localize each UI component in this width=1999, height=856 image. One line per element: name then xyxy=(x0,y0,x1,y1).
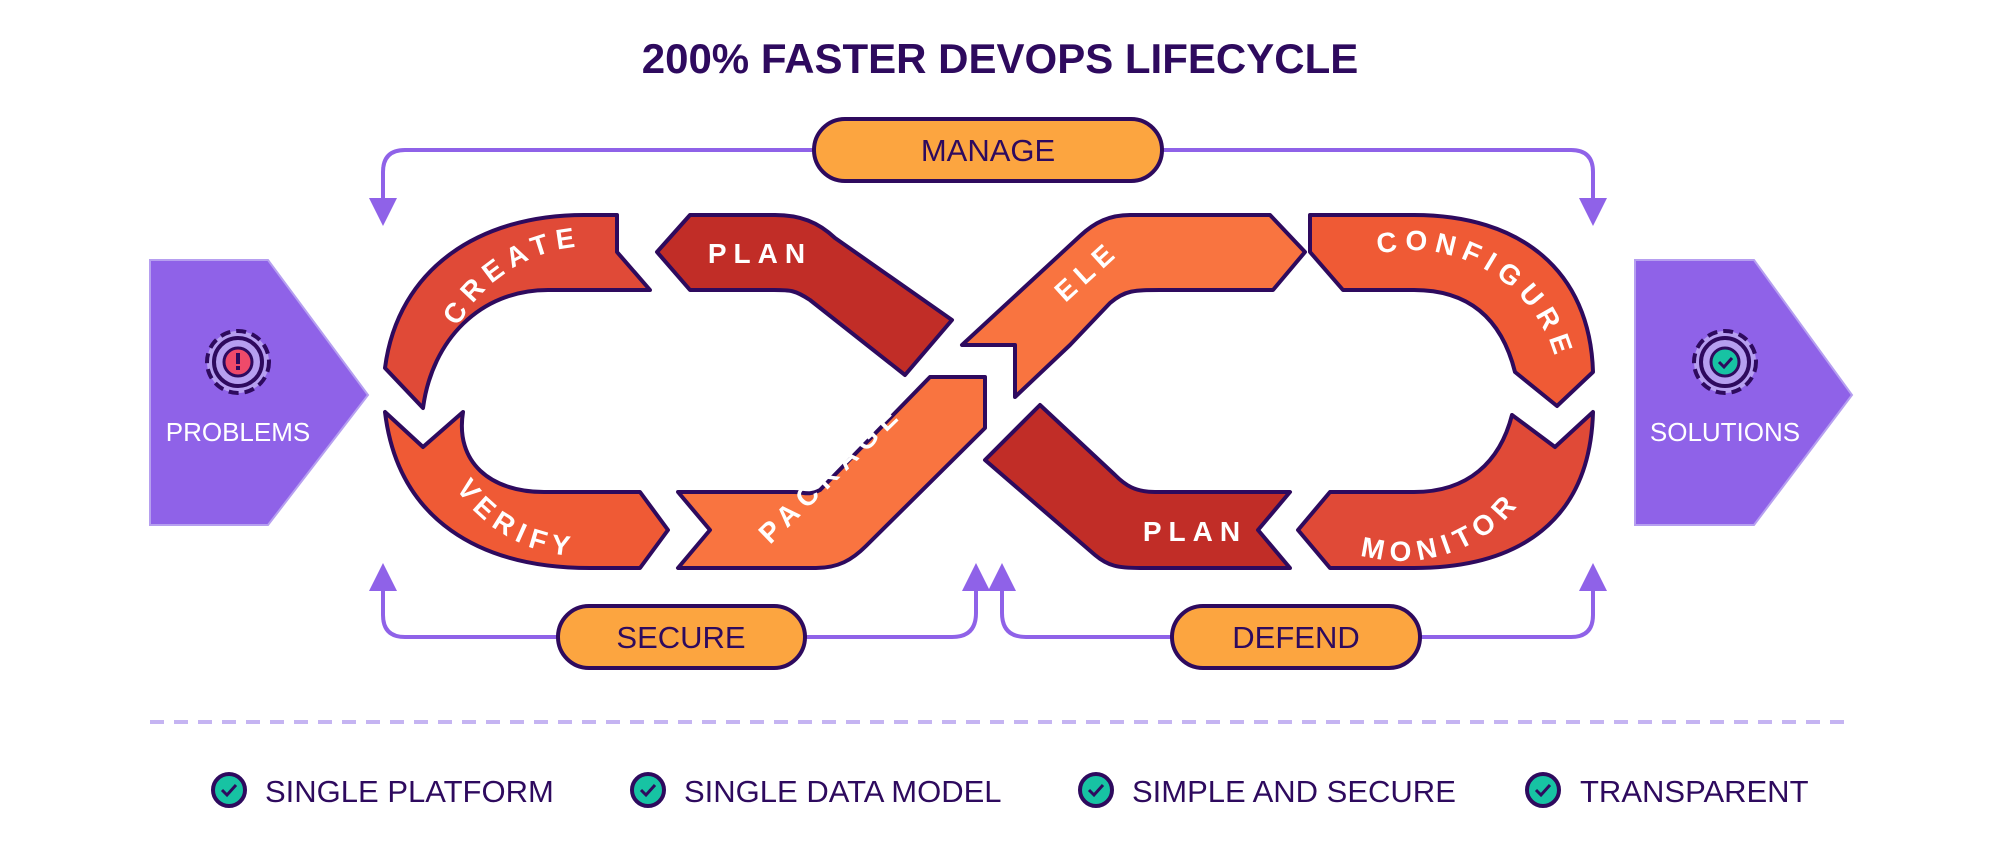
gear-check-icon xyxy=(1692,329,1758,395)
feature-single-platform: SINGLE PLATFORM xyxy=(211,772,554,809)
solutions-label: SOLUTIONS xyxy=(1650,417,1800,447)
manage-label: MANAGE xyxy=(921,133,1055,168)
connector-lines xyxy=(369,148,1607,639)
secure-label: SECURE xyxy=(616,620,745,655)
secure-pill: SECURE xyxy=(556,604,807,670)
defend-connector-left xyxy=(988,563,1172,639)
problems-label: PROBLEMS xyxy=(166,417,311,447)
feature-label: TRANSPARENT xyxy=(1580,774,1809,809)
diagram-title: 200% FASTER DEVOPS LIFECYCLE xyxy=(642,35,1359,82)
monitor-segment xyxy=(1296,410,1595,570)
check-circle-icon xyxy=(630,772,666,808)
plan-right-segment xyxy=(983,403,1292,570)
plan-right-label: PLAN xyxy=(1143,516,1247,547)
manage-connector-right xyxy=(1162,148,1607,226)
plan-left-segment xyxy=(655,213,954,377)
gear-alert-icon xyxy=(205,329,271,395)
feature-label: SIMPLE AND SECURE xyxy=(1132,774,1456,809)
feature-label: SINGLE DATA MODEL xyxy=(684,774,1002,809)
plan-left-label: PLAN xyxy=(708,238,812,269)
solutions-arrow: SOLUTIONS xyxy=(1634,259,1854,526)
secure-connector-right xyxy=(805,563,990,639)
check-circle-icon xyxy=(1078,772,1114,808)
release-segment xyxy=(960,213,1307,399)
package-segment xyxy=(676,375,987,570)
manage-pill: MANAGE xyxy=(812,117,1164,183)
verify-segment xyxy=(383,410,670,570)
defend-label: DEFEND xyxy=(1232,620,1359,655)
manage-connector-left xyxy=(369,148,814,226)
infinity-loop xyxy=(383,213,1595,570)
check-circle-icon xyxy=(211,772,247,808)
defend-pill: DEFEND xyxy=(1170,604,1422,670)
feature-label: SINGLE PLATFORM xyxy=(265,774,554,809)
secure-connector xyxy=(369,563,558,639)
feature-simple-and-secure: SIMPLE AND SECURE xyxy=(1078,772,1456,809)
feature-single-data-model: SINGLE DATA MODEL xyxy=(630,772,1002,809)
create-segment xyxy=(383,213,652,410)
defend-connector-right xyxy=(1420,563,1607,639)
configure-segment xyxy=(1308,213,1595,408)
problems-arrow: PROBLEMS xyxy=(149,259,370,526)
feature-transparent: TRANSPARENT xyxy=(1525,772,1809,809)
check-circle-icon xyxy=(1525,772,1561,808)
